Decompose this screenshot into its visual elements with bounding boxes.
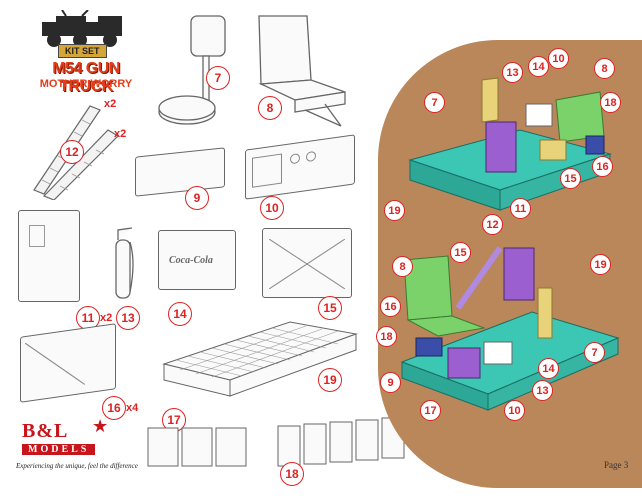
callout-top-14: 14 xyxy=(528,56,549,77)
part-16-ammo-can xyxy=(20,323,116,403)
callout-bottom-19: 19 xyxy=(590,254,611,275)
callout-bottom-17: 17 xyxy=(420,400,441,421)
cooler-text: Coca-Cola xyxy=(169,255,213,266)
callout-top-8: 8 xyxy=(594,58,615,79)
part-15-crate xyxy=(262,228,352,298)
callout-bottom-13: 13 xyxy=(532,380,553,401)
ammo-rack-19 xyxy=(162,321,358,397)
callout-bottom-10: 10 xyxy=(504,400,525,421)
callout-top-13: 13 xyxy=(502,62,523,83)
callout-top-10: 10 xyxy=(548,48,569,69)
callout-bottom-16: 16 xyxy=(380,296,401,317)
kit-logo: KIT SET M54 GUN TRUCK MOTHER WORRY xyxy=(30,8,140,108)
callout-bottom-15: 15 xyxy=(450,242,471,263)
callout-top-18: 18 xyxy=(600,92,621,113)
part-number-18: 18 xyxy=(280,462,304,486)
qty-label-16: x4 xyxy=(126,402,139,414)
brand-models: MODELS xyxy=(22,444,96,455)
part-number-12: 12 xyxy=(60,140,84,164)
part-number-8: 8 xyxy=(258,96,282,120)
part-number-9: 9 xyxy=(185,186,209,210)
assembly-top xyxy=(408,77,612,211)
brand-name: B&L xyxy=(22,420,69,442)
star-icon: ★ xyxy=(92,416,109,436)
callout-top-15: 15 xyxy=(560,168,581,189)
brand-logo: B&L ★ MODELS Experiencing the unique, fe… xyxy=(16,416,138,480)
part-number-13: 13 xyxy=(116,306,140,330)
callout-bottom-18: 18 xyxy=(376,326,397,347)
callout-top-7: 7 xyxy=(424,92,445,113)
part-11-ammo-can xyxy=(18,210,80,302)
kit-set-badge: KIT SET xyxy=(58,44,107,58)
logo-subtitle: MOTHER WORRY xyxy=(39,78,133,90)
callout-top-16: 16 xyxy=(592,156,613,177)
qty-label-12: x2 xyxy=(114,128,127,140)
extinguisher-13 xyxy=(115,227,134,299)
seat-7 xyxy=(158,15,226,125)
callout-bottom-8: 8 xyxy=(392,256,413,277)
part-14-cooler: Coca-Cola xyxy=(158,230,236,290)
brand-slogan: Experiencing the unique, feel the differ… xyxy=(16,462,138,470)
logo-title: M54 GUN TRUCK xyxy=(52,60,120,95)
qty-x2-a: x2 xyxy=(104,98,117,110)
truck-icon xyxy=(42,10,122,47)
part-number-14: 14 xyxy=(168,302,192,326)
callout-bottom-14: 14 xyxy=(538,358,559,379)
callout-bottom-9: 9 xyxy=(380,372,401,393)
page-number: Page 3 xyxy=(604,460,629,470)
callout-top-19: 19 xyxy=(384,200,405,221)
part-number-16: 16 xyxy=(102,396,126,420)
callout-bottom-7: 7 xyxy=(584,342,605,363)
part-number-10: 10 xyxy=(260,196,284,220)
part-10-radio xyxy=(245,134,355,200)
callout-top-12: 12 xyxy=(482,214,503,235)
part-number-15: 15 xyxy=(318,296,342,320)
ammo-boxes-17 xyxy=(147,427,247,467)
callout-top-11: 11 xyxy=(510,198,531,219)
part-number-19: 19 xyxy=(318,368,342,392)
part-number-7: 7 xyxy=(206,66,230,90)
part-9-box xyxy=(135,147,225,197)
qty-label-11: x2 xyxy=(100,312,113,324)
chair-8 xyxy=(258,15,346,127)
